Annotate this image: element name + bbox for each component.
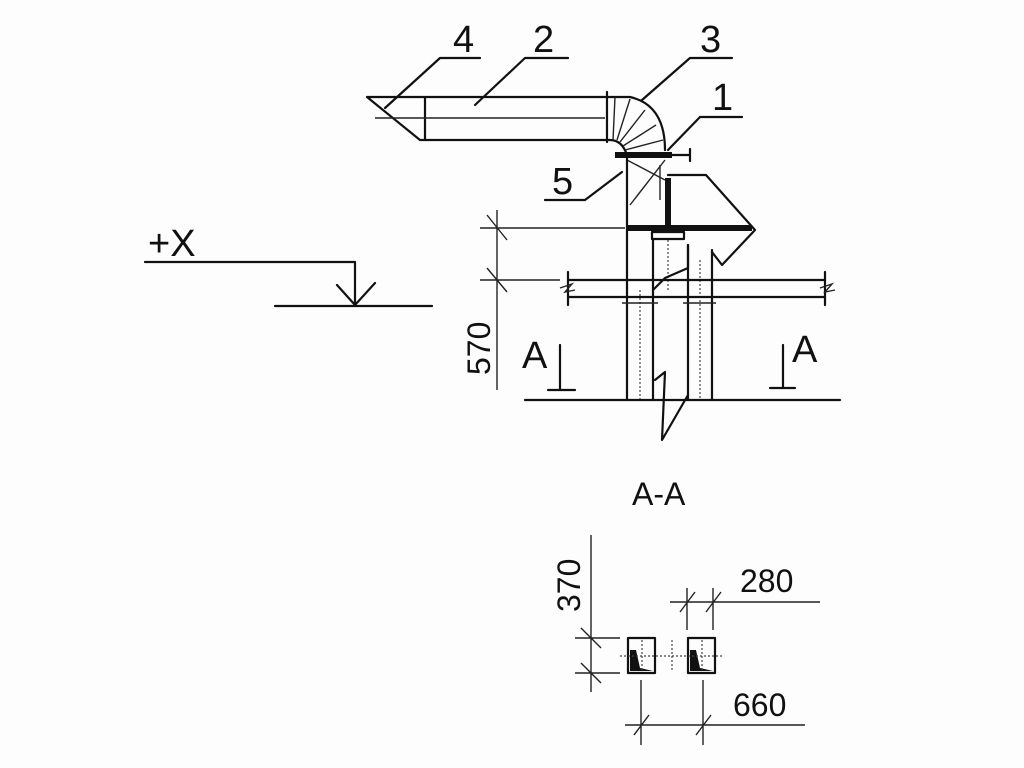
height-dimension-label: 570 xyxy=(461,322,497,375)
level-marker xyxy=(143,260,434,308)
height-dimension xyxy=(480,210,625,390)
callout-leaders xyxy=(383,56,744,202)
section-height-label: 370 xyxy=(551,559,587,612)
callout-2: 2 xyxy=(533,19,554,61)
section-mark-left: A xyxy=(522,335,548,377)
beam xyxy=(559,270,836,307)
bolt xyxy=(670,147,692,163)
section-title: A-A xyxy=(632,476,686,512)
section-view xyxy=(575,535,820,745)
horizontal-pipe xyxy=(365,90,612,144)
callout-3: 3 xyxy=(700,19,721,61)
section-mark-right: A xyxy=(792,329,818,371)
callout-5: 5 xyxy=(552,161,573,203)
level-mark-label: +X xyxy=(148,223,196,265)
callout-4: 4 xyxy=(453,19,474,61)
section-gap-label: 280 xyxy=(740,563,793,599)
elbow xyxy=(605,95,667,157)
section-span-label: 660 xyxy=(733,687,786,723)
support-brace xyxy=(626,159,666,206)
section-cut-marks xyxy=(546,343,797,392)
column xyxy=(622,155,757,442)
callout-1: 1 xyxy=(712,77,733,119)
